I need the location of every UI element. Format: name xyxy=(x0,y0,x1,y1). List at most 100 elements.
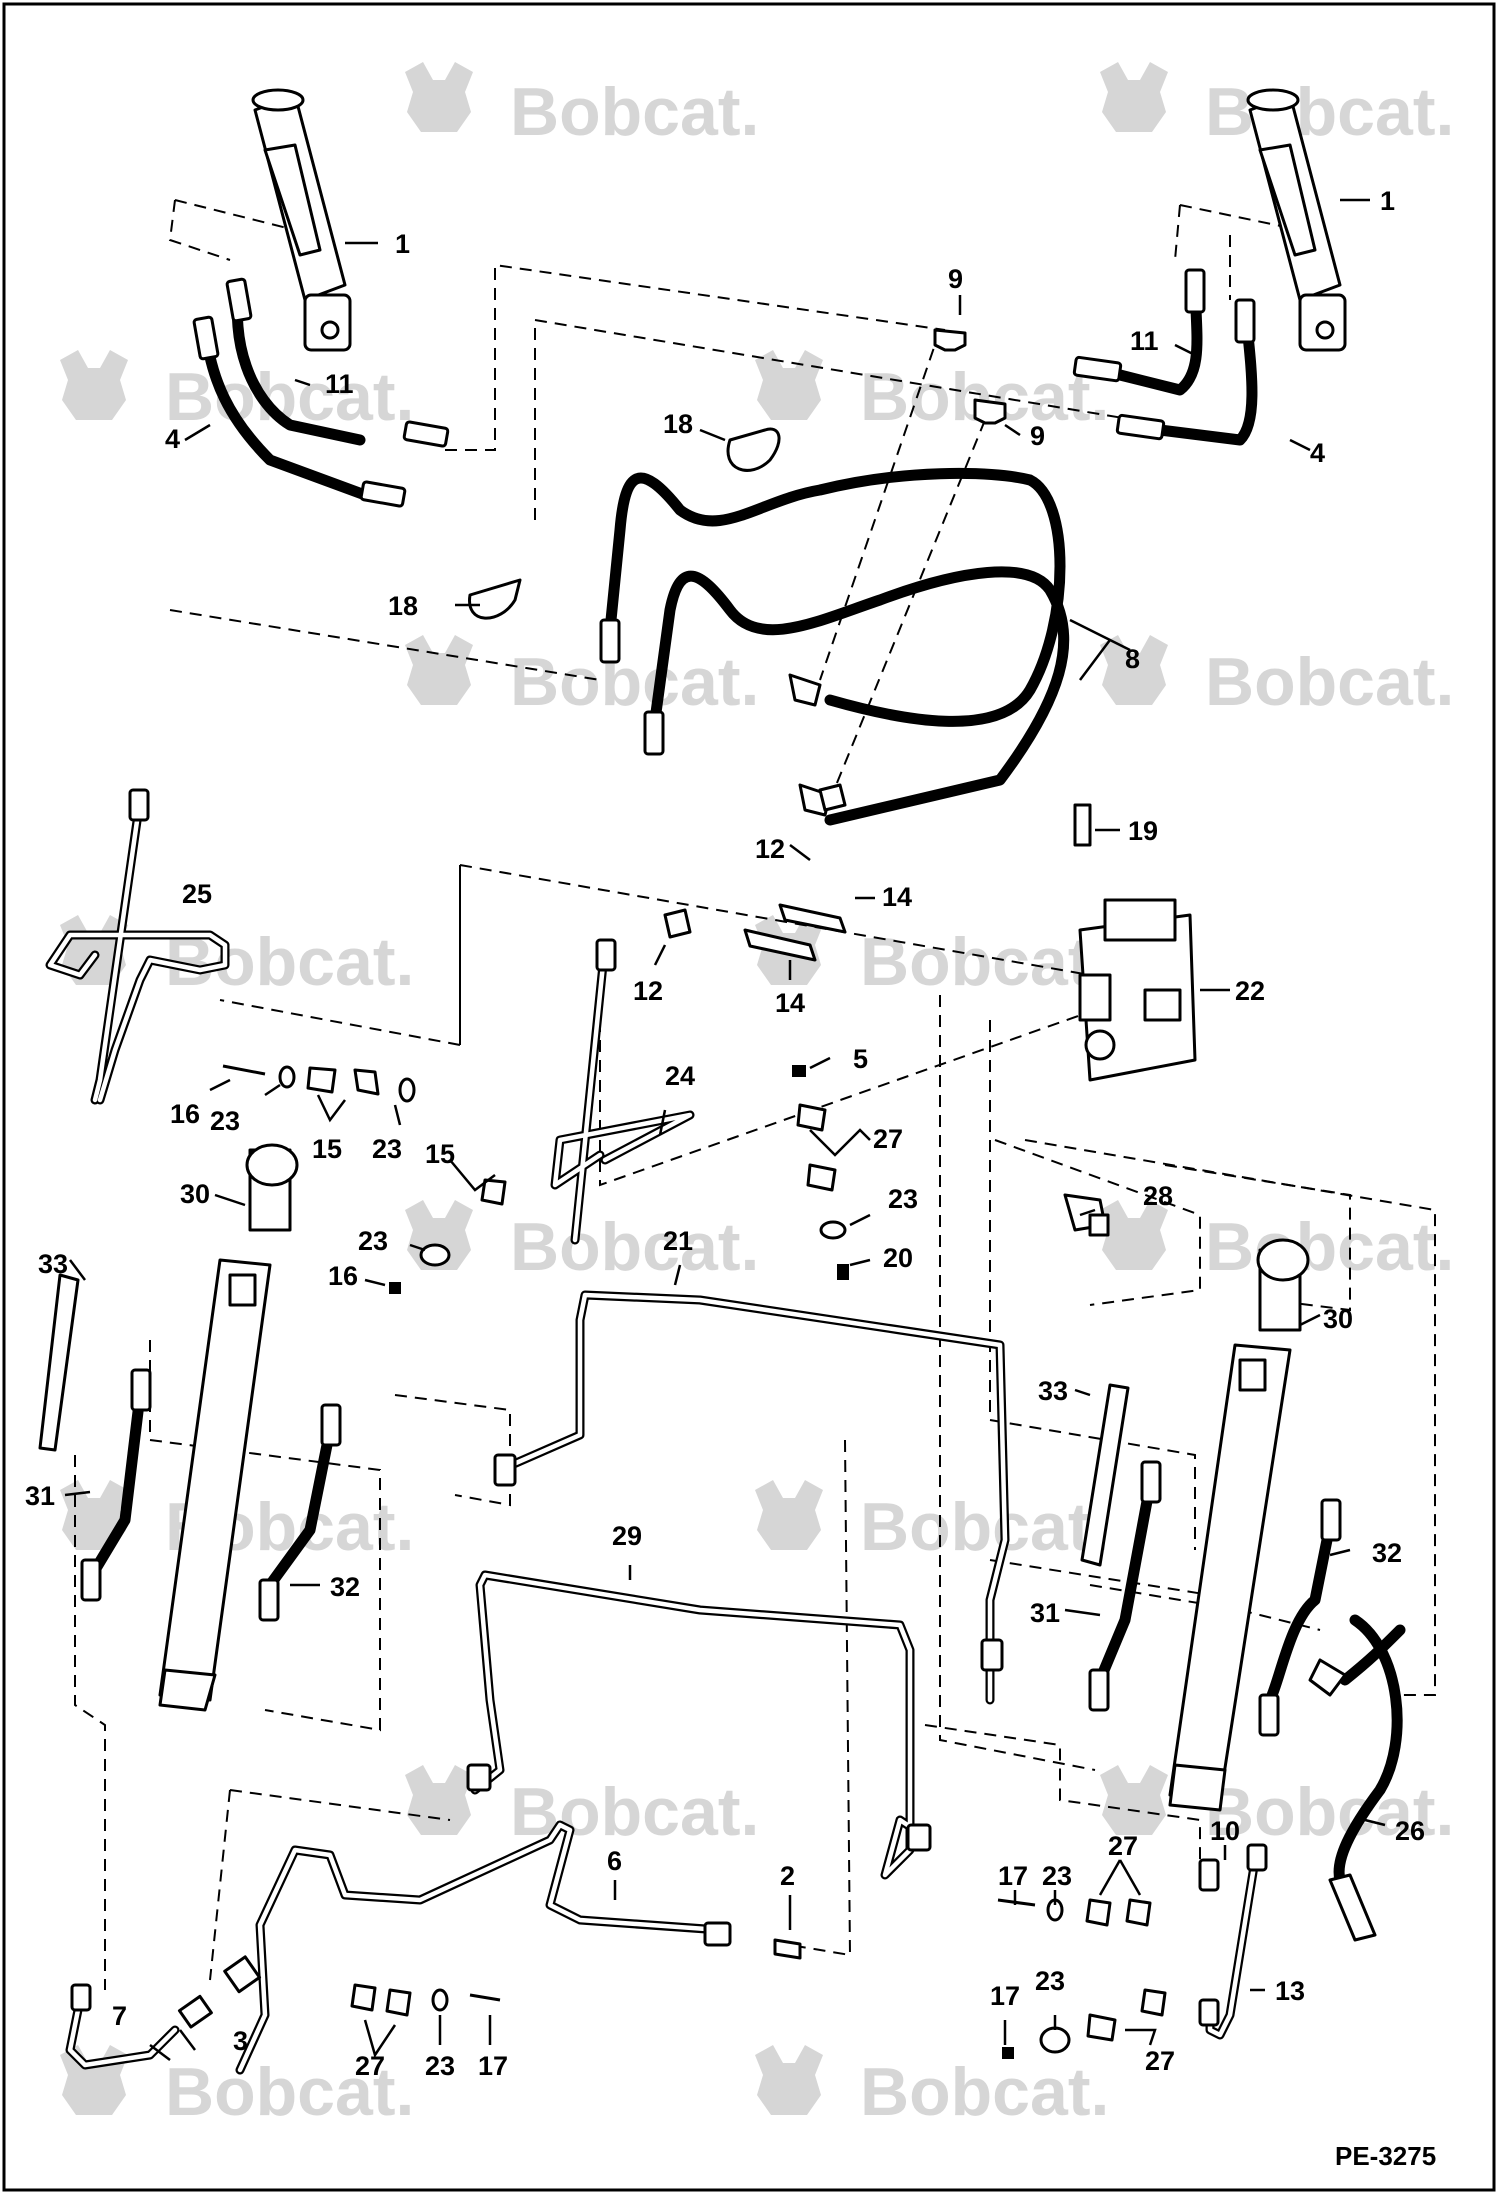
callout-23: 23 xyxy=(372,1134,402,1164)
leader-lines xyxy=(64,198,1386,2061)
callout-20: 20 xyxy=(883,1243,913,1273)
callout-15: 15 xyxy=(425,1139,455,1169)
tube-29 xyxy=(466,1570,932,1880)
hose-right-4-11 xyxy=(1072,268,1258,446)
hardware-set-left xyxy=(222,1064,416,1103)
callout-12: 12 xyxy=(633,976,663,1006)
callout-12: 12 xyxy=(755,834,785,864)
watermark-logo: Bobcat. xyxy=(755,350,1109,435)
callout-22: 22 xyxy=(1235,976,1265,1006)
watermark-logo: Bobcat. xyxy=(1100,1765,1454,1850)
hardware-set-bottom-left xyxy=(350,1983,501,2017)
fitting-2 xyxy=(773,1938,802,1960)
lift-cylinder-right xyxy=(1246,88,1347,352)
callout-1: 1 xyxy=(1380,186,1395,216)
callout-31: 31 xyxy=(1030,1598,1060,1628)
svg-text:Bobcat.: Bobcat. xyxy=(860,924,1109,1000)
callout-17: 17 xyxy=(990,1981,1020,2011)
hose-clamp-18-lower xyxy=(468,578,522,620)
watermark-logo: Bobcat. xyxy=(405,1765,759,1850)
fitting-12-upper xyxy=(818,783,847,812)
adapter-14-lower xyxy=(743,928,817,962)
callout-33: 33 xyxy=(38,1249,68,1279)
assembly-dashed-lines xyxy=(74,199,1436,1990)
watermark-logo: Bobcat. xyxy=(1100,635,1454,720)
watermark-layer: Bobcat. Bobcat. Bobcat. Bobcat. Bobcat. … xyxy=(60,62,1454,2130)
callout-23: 23 xyxy=(1042,1861,1072,1891)
watermark-logo: Bobcat. xyxy=(60,2045,414,2130)
tube-25 xyxy=(45,788,230,1105)
callout-21: 21 xyxy=(663,1226,693,1256)
watermark-logo: Bobcat. xyxy=(755,1480,1109,1565)
callout-1: 1 xyxy=(395,229,410,259)
tube-7 xyxy=(65,1983,180,2070)
lift-cylinder-left xyxy=(251,88,352,352)
svg-text:Bobcat.: Bobcat. xyxy=(1205,1774,1454,1850)
callout-5: 5 xyxy=(853,1044,868,1074)
callout-33: 33 xyxy=(1038,1376,1068,1406)
callout-29: 29 xyxy=(612,1521,642,1551)
svg-text:Bobcat.: Bobcat. xyxy=(1205,1209,1454,1285)
callout-4: 4 xyxy=(1310,438,1325,468)
callout-27: 27 xyxy=(873,1124,903,1154)
callout-11: 11 xyxy=(325,369,354,399)
callout-25: 25 xyxy=(182,879,212,909)
tee-fitting-9-upper xyxy=(933,328,967,352)
hardware-set-center xyxy=(792,1065,849,1280)
callout-2: 2 xyxy=(780,1861,795,1891)
watermark-logo: Bobcat. xyxy=(1100,1200,1454,1285)
hardware-set-bottom-right-upper xyxy=(997,1898,1152,1927)
svg-text:Bobcat.: Bobcat. xyxy=(860,2054,1109,2130)
guard-sleeve-33-left xyxy=(38,1273,80,1452)
callout-23: 23 xyxy=(358,1226,388,1256)
callout-7: 7 xyxy=(112,2001,127,2031)
svg-text:Bobcat.: Bobcat. xyxy=(1205,74,1454,150)
callout-30: 30 xyxy=(180,1179,210,1209)
control-valve-22 xyxy=(1078,898,1197,1082)
figure-reference: PE-3275 xyxy=(1335,2141,1436,2171)
watermark-logo: Bobcat. xyxy=(405,1200,759,1285)
svg-text:Bobcat.: Bobcat. xyxy=(510,644,759,720)
hose-32-left xyxy=(258,1403,342,1622)
hose-clamp-18-upper xyxy=(726,427,781,472)
callout-30: 30 xyxy=(1323,1304,1353,1334)
callout-17: 17 xyxy=(998,1861,1028,1891)
callout-17: 17 xyxy=(478,2051,508,2081)
callout-15: 15 xyxy=(312,1134,342,1164)
callout-27: 27 xyxy=(1108,1831,1138,1861)
svg-text:Bobcat.: Bobcat. xyxy=(510,74,759,150)
adapter-14-upper xyxy=(778,903,847,934)
svg-text:Bobcat.: Bobcat. xyxy=(860,1489,1109,1565)
fitting-10 xyxy=(1198,1858,1220,1892)
svg-text:Bobcat.: Bobcat. xyxy=(1205,644,1454,720)
callout-27: 27 xyxy=(355,2051,385,2081)
callout-23: 23 xyxy=(425,2051,455,2081)
hose-31-right xyxy=(1088,1460,1162,1712)
hose-26 xyxy=(1308,1614,1406,1942)
callout-19: 19 xyxy=(1128,816,1158,846)
callout-9: 9 xyxy=(948,264,963,294)
watermark-logo: Bobcat. xyxy=(405,635,759,720)
callout-14: 14 xyxy=(882,882,912,912)
svg-text:Bobcat.: Bobcat. xyxy=(510,1209,759,1285)
callout-23: 23 xyxy=(210,1106,240,1136)
callout-13: 13 xyxy=(1275,1976,1305,2006)
callout-16: 16 xyxy=(170,1099,200,1129)
callout-32: 32 xyxy=(1372,1538,1402,1568)
callout-16: 16 xyxy=(328,1261,358,1291)
callout-31: 31 xyxy=(25,1481,55,1511)
callout-10: 10 xyxy=(1210,1816,1240,1846)
callout-6: 6 xyxy=(607,1846,622,1876)
watermark-logo: Bobcat. xyxy=(405,62,759,150)
svg-text:Bobcat.: Bobcat. xyxy=(165,2054,414,2130)
hose-32-right xyxy=(1258,1498,1342,1737)
callout-18: 18 xyxy=(388,591,418,621)
fitting-28 xyxy=(1063,1193,1110,1237)
callout-9: 9 xyxy=(1030,421,1045,451)
fitting-3 xyxy=(177,1955,262,2029)
tube-13 xyxy=(1198,1843,1268,2040)
callout-4: 4 xyxy=(165,424,180,454)
callout-3: 3 xyxy=(233,2026,248,2056)
